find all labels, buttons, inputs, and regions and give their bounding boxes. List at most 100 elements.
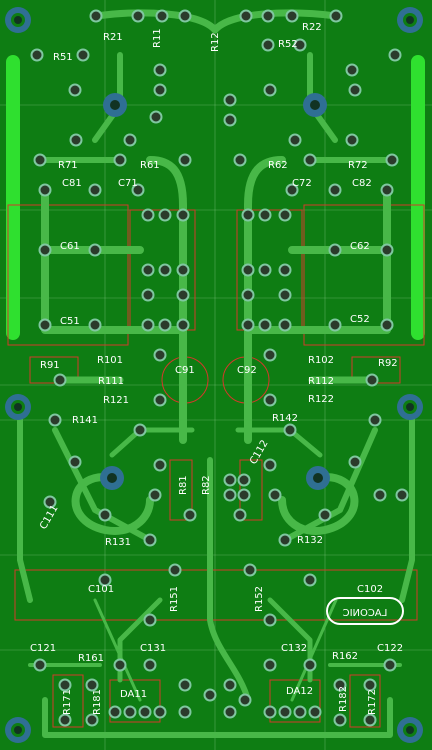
- solder-pad: [233, 508, 247, 522]
- solder-pad: [308, 705, 322, 719]
- mount-hole-top-left: [5, 7, 31, 33]
- solder-pad: [328, 243, 342, 257]
- label-r152: R152: [254, 586, 265, 612]
- label-r101: R101: [97, 355, 123, 366]
- label-r21: R21: [103, 32, 123, 43]
- solder-pad: [153, 458, 167, 472]
- solder-pad: [268, 488, 282, 502]
- label-r61: R61: [140, 160, 160, 171]
- solder-pad: [158, 208, 172, 222]
- solder-pad: [88, 318, 102, 332]
- solder-pad: [153, 393, 167, 407]
- solder-pad: [143, 533, 157, 547]
- solder-pad: [261, 9, 275, 23]
- label-r51: R51: [53, 52, 73, 63]
- solder-pad: [303, 658, 317, 672]
- label-r122: R122: [308, 394, 334, 405]
- solder-pad: [333, 678, 347, 692]
- transistor-hole-top-left: [103, 93, 127, 117]
- solder-pad: [69, 133, 83, 147]
- label-r82: R82: [201, 475, 212, 495]
- mount-hole-top-right: [397, 7, 423, 33]
- label-r182: R182: [338, 686, 349, 712]
- solder-pad: [380, 183, 394, 197]
- label-c61: C61: [60, 241, 80, 252]
- solder-pad: [38, 243, 52, 257]
- solder-pad: [88, 243, 102, 257]
- solder-pad: [176, 208, 190, 222]
- solder-pad: [223, 473, 237, 487]
- solder-pad: [237, 473, 251, 487]
- solder-pad: [348, 83, 362, 97]
- label-r132: R132: [297, 535, 323, 546]
- label-c102: C102: [357, 584, 383, 595]
- solder-pad: [278, 533, 292, 547]
- solder-pad: [141, 318, 155, 332]
- solder-pad: [223, 705, 237, 719]
- label-r151: R151: [169, 586, 180, 612]
- label-r172: R172: [367, 689, 378, 715]
- solder-pad: [176, 318, 190, 332]
- solder-pad: [241, 318, 255, 332]
- solder-pad: [303, 573, 317, 587]
- solder-pad: [33, 658, 47, 672]
- solder-pad: [283, 423, 297, 437]
- solder-pad: [98, 573, 112, 587]
- solder-pad: [85, 678, 99, 692]
- solder-pad: [153, 348, 167, 362]
- solder-pad: [168, 563, 182, 577]
- solder-pad: [131, 9, 145, 23]
- laconic-logo: LACONIC: [326, 597, 404, 625]
- solder-pad: [68, 83, 82, 97]
- solder-pad: [258, 318, 272, 332]
- label-c101: C101: [88, 584, 114, 595]
- label-r22: R22: [302, 22, 322, 33]
- solder-pad: [241, 288, 255, 302]
- label-r161: R161: [78, 653, 104, 664]
- right-power-strip: [411, 55, 425, 340]
- solder-pad: [278, 318, 292, 332]
- solder-pad: [285, 183, 299, 197]
- label-r72: R72: [348, 160, 368, 171]
- transistor-hole-top-right: [303, 93, 327, 117]
- solder-pad: [278, 263, 292, 277]
- solder-pad: [263, 613, 277, 627]
- component-labels: R21 R11 R12 R22 R51 R52 R71 R61 R62 R72 …: [30, 22, 403, 715]
- solder-pad: [53, 373, 67, 387]
- label-c82: C82: [352, 178, 372, 189]
- label-r131: R131: [105, 537, 131, 548]
- solder-pad: [131, 183, 145, 197]
- solder-pad: [133, 423, 147, 437]
- solder-pad: [153, 63, 167, 77]
- label-r141: R141: [72, 415, 98, 426]
- solder-pad: [85, 713, 99, 727]
- label-c52: C52: [350, 314, 370, 325]
- solder-pad: [345, 63, 359, 77]
- solder-pad: [288, 133, 302, 147]
- mount-hole-bottom-left: [5, 717, 31, 743]
- solder-pad: [108, 705, 122, 719]
- solder-pad: [43, 495, 57, 509]
- label-c62: C62: [350, 241, 370, 252]
- label-da11: DA11: [120, 689, 147, 700]
- solder-pad: [329, 9, 343, 23]
- solder-pad: [113, 153, 127, 167]
- solder-pad: [258, 263, 272, 277]
- label-r162: R162: [332, 651, 358, 662]
- solder-pad: [261, 38, 275, 52]
- mount-hole-mid-right: [397, 394, 423, 420]
- solder-pad: [223, 488, 237, 502]
- solder-pad: [293, 705, 307, 719]
- solder-pads: [30, 9, 409, 727]
- logo-text: LACONIC: [343, 608, 388, 619]
- solder-pad: [178, 153, 192, 167]
- solder-pad: [223, 113, 237, 127]
- solder-pad: [38, 183, 52, 197]
- solder-pad: [98, 508, 112, 522]
- solder-pad: [285, 9, 299, 23]
- label-r71: R71: [58, 160, 78, 171]
- solder-pad: [318, 508, 332, 522]
- solder-pad: [176, 288, 190, 302]
- solder-pad: [263, 458, 277, 472]
